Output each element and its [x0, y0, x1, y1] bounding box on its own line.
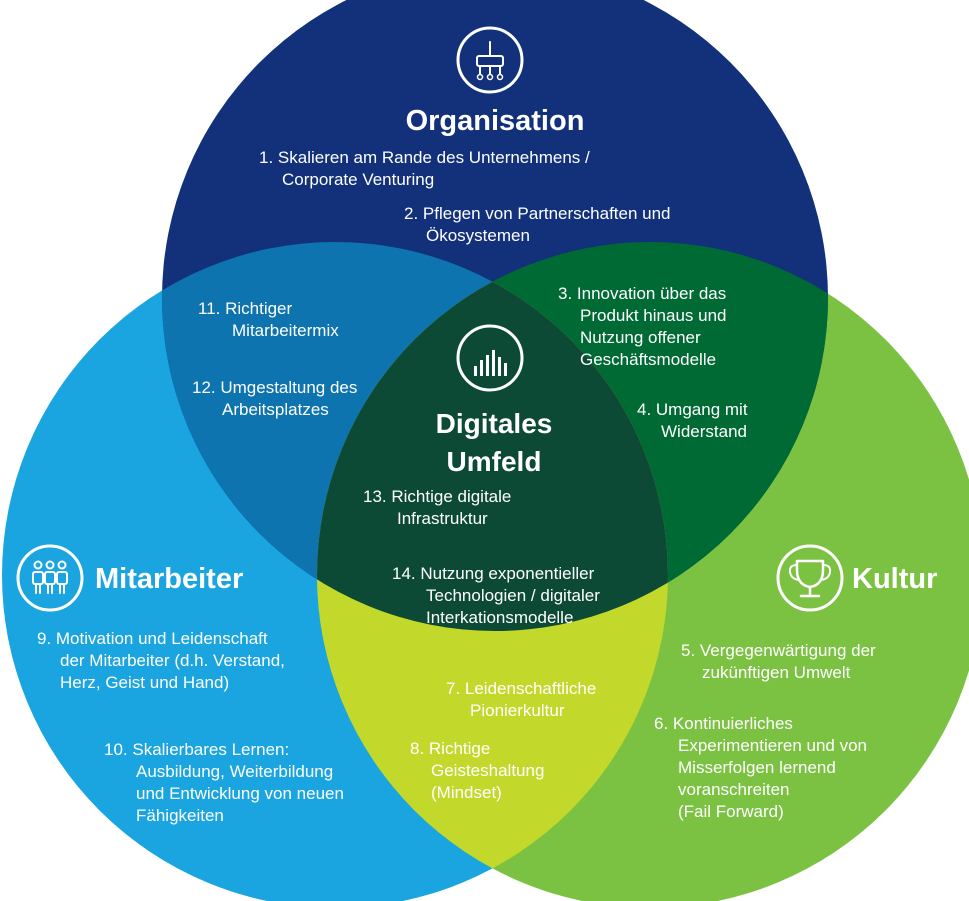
item-13-line-2: Infrastruktur [397, 509, 488, 528]
item-11-line-2: Mitarbeitermix [232, 321, 339, 340]
item-9-line-3: Herz, Geist und Hand) [60, 673, 229, 692]
trophy-icon [776, 544, 844, 612]
center-title-line2: Umfeld [447, 446, 542, 477]
item-10-line-3: und Entwicklung von neuen [136, 784, 344, 803]
center-title-line1: Digitales [436, 408, 553, 439]
item-10-line-4: Fähigkeiten [136, 806, 224, 825]
organisation-title: Organisation [406, 105, 585, 137]
item-12-line-2: Arbeitsplatzes [222, 400, 329, 419]
item-7-line-2: Pionierkultur [470, 701, 565, 720]
item-1: 1. Skalieren am Rande des Unternehmens /… [259, 148, 590, 189]
item-10-line-2: Ausbildung, Weiterbildung [136, 762, 333, 781]
item-14-line-2: Technologien / digitaler [426, 586, 600, 605]
item-2-line-1: 2. Pflegen von Partnerschaften und [404, 204, 671, 223]
item-10-line-1: 10. Skalierbares Lernen: [104, 740, 289, 759]
digitales-umfeld-center [317, 242, 668, 631]
item-13-line-1: 13. Richtige digitale [363, 487, 511, 506]
bar-equalizer-icon [456, 324, 524, 392]
item-9-line-2: der Mitarbeiter (d.h. Verstand, [60, 651, 285, 670]
item-10: 10. Skalierbares Lernen: Ausbildung, Weit… [104, 740, 344, 825]
people-icon [16, 544, 84, 612]
item-3-line-4: Geschäftsmodelle [580, 350, 716, 369]
item-4-line-2: Widerstand [661, 422, 747, 441]
item-2-line-2: Ökosystemen [426, 226, 530, 245]
item-7-line-1: 7. Leidenschaftliche [446, 679, 596, 698]
item-14-line-3: Interkationsmodelle [426, 608, 573, 627]
item-1-line-2: Corporate Venturing [282, 170, 434, 189]
item-6-line-3: Misserfolgen lernend [678, 758, 836, 777]
item-5-line-1: 5. Vergegenwärtigung der [681, 641, 876, 660]
item-8-line-2: Geisteshaltung [431, 761, 544, 780]
item-3-line-3: Nutzung offener [580, 328, 701, 347]
item-8-line-3: (Mindset) [431, 783, 502, 802]
item-9: 9. Motivation und Leidenschaft der Mitarb… [37, 629, 285, 692]
item-9-line-1: 9. Motivation und Leidenschaft [37, 629, 268, 648]
item-6-line-5: (Fail Forward) [678, 802, 784, 821]
item-1-line-1: 1. Skalieren am Rande des Unternehmens / [259, 148, 590, 167]
item-14-line-1: 14. Nutzung exponentieller [392, 564, 595, 583]
item-3-line-2: Produkt hinaus und [580, 306, 727, 325]
item-6-line-2: Experimentieren und von [678, 736, 867, 755]
kultur-title: Kultur [852, 563, 937, 595]
item-4-line-1: 4. Umgang mit [637, 400, 748, 419]
item-8-line-1: 8. Richtige [410, 739, 490, 758]
item-5: 5. Vergegenwärtigung der zukünftigen Umwe… [681, 641, 876, 682]
hierarchy-icon [456, 26, 524, 94]
item-5-line-2: zukünftigen Umwelt [702, 663, 851, 682]
item-12-line-1: 12. Umgestaltung des [192, 378, 357, 397]
item-11-line-1: 11. Richtiger [198, 299, 293, 318]
item-6-line-4: voranschreiten [678, 780, 790, 799]
item-6-line-1: 6. Kontinuierliches [654, 714, 793, 733]
item-3-line-1: 3. Innovation über das [558, 284, 726, 303]
mitarbeiter-title: Mitarbeiter [95, 563, 243, 595]
